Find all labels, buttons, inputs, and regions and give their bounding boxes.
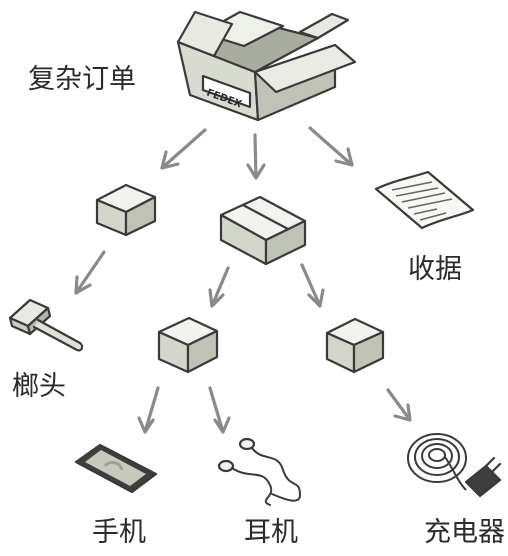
arrow-right-to-charger <box>386 388 412 422</box>
phone-icon <box>74 443 158 494</box>
label-receipt: 收据 <box>408 254 462 285</box>
box-right-icon <box>325 317 385 374</box>
hammer-icon <box>8 298 84 352</box>
label-complex-order: 复杂订单 <box>28 64 136 95</box>
arrow-center-to-box-mid <box>208 266 230 308</box>
box-mid-icon <box>157 316 219 374</box>
arrow-order-to-box-center <box>246 133 266 180</box>
box-left-icon <box>95 183 157 237</box>
label-phone: 手机 <box>92 517 146 548</box>
charger-icon <box>407 433 502 498</box>
label-hammer: 榔头 <box>12 371 66 402</box>
open-shipping-box-icon: FEDEX <box>176 10 357 122</box>
arrow-order-to-box-left <box>160 128 207 170</box>
receipt-icon <box>374 170 475 230</box>
earphones-icon <box>217 437 302 506</box>
arrow-center-to-box-right <box>300 263 325 308</box>
box-center-icon <box>219 195 307 266</box>
arrow-box-to-hammer <box>74 250 106 295</box>
arrows <box>74 126 412 434</box>
arrow-mid-to-earphones <box>208 386 231 434</box>
label-earphones: 耳机 <box>244 517 298 548</box>
arrow-mid-to-phone <box>137 386 160 434</box>
label-charger: 充电器 <box>424 517 505 548</box>
arrow-order-to-receipt <box>308 126 354 167</box>
